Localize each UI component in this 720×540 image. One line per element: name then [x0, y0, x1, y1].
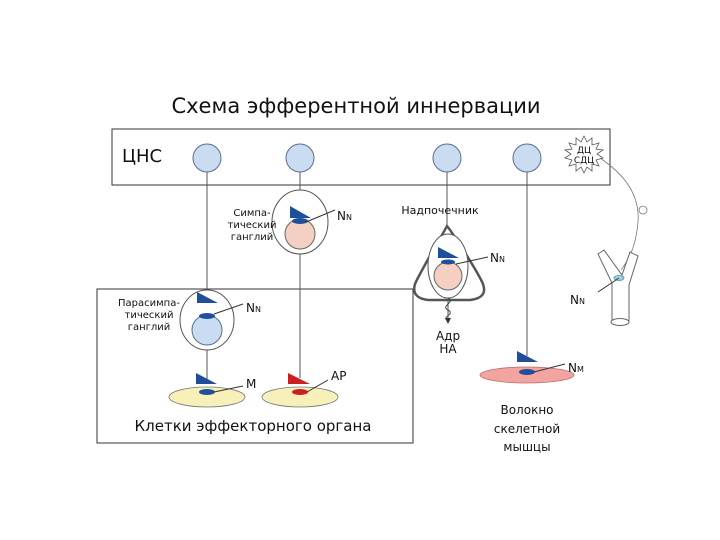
cns-neuron-parasympathetic — [192, 143, 222, 173]
effector-organ-box — [96, 288, 414, 444]
adrenal-chromaffin-cell — [433, 261, 463, 291]
adrenal-secretion-line — [445, 297, 451, 321]
diagram-title: Схема эфферентной иннервации — [171, 94, 540, 118]
na-label: НА — [439, 342, 457, 356]
trachea-nn-pointer — [597, 277, 620, 293]
parasympathetic-ganglion — [179, 289, 235, 351]
effector-cell-muscarinic — [168, 373, 246, 408]
effector-cell-adrenergic — [261, 373, 339, 408]
m-pointer — [213, 385, 244, 393]
cns-box — [111, 128, 611, 186]
cns-neuron-sympathetic — [285, 143, 315, 173]
parasympathetic-ganglion-cell — [191, 314, 223, 346]
parasymp-label-line2: тический — [125, 310, 174, 321]
trachea-nn-label: NN — [570, 293, 585, 307]
effector-label: Клетки эффекторного органа — [135, 417, 372, 435]
symp-label-line3: ганглий — [231, 232, 274, 243]
cns-neurons — [192, 143, 542, 173]
ar-receptor — [292, 389, 308, 395]
sympathetic-receptor-nn — [292, 218, 308, 224]
cns-neuron-adrenal — [432, 143, 462, 173]
symp-nn-label: NN — [337, 209, 352, 223]
adrenal-label: Надпочечник — [401, 204, 479, 217]
parasymp-label-line3: ганглий — [128, 322, 171, 333]
muscle-label-line2: скелетной — [494, 422, 560, 436]
adrenal-nn-label: NN — [490, 251, 505, 265]
parasymp-nn-label: NN — [246, 301, 261, 315]
respiratory-center-icon: ДЦ СДЦ — [563, 135, 605, 174]
ar-pointer — [306, 379, 329, 393]
sympathetic-synapse-terminal — [290, 206, 311, 218]
effector-cell-right — [261, 386, 339, 408]
cns-neuron-motor — [512, 143, 542, 173]
adrenal-gland — [413, 223, 486, 324]
sympathetic-ganglion — [271, 189, 329, 255]
m-label: M — [246, 377, 256, 391]
adrenal-receptor-nn — [441, 259, 455, 265]
nerve-node — [638, 205, 648, 215]
adrenal-nn-pointer — [455, 256, 489, 265]
muscle-label-line3: мышцы — [503, 440, 550, 454]
adrenal-secretion-arrow — [445, 318, 451, 324]
symp-label-line2: тический — [228, 220, 277, 231]
nm-pointer — [533, 363, 566, 373]
symp-nn-pointer — [305, 209, 336, 223]
parasymp-label-line1: Парасимпа- — [118, 298, 180, 309]
ar-label: АР — [331, 369, 346, 383]
muscle-label-line1: Волокно — [500, 403, 553, 417]
parasympathetic-synapse-terminal — [197, 292, 218, 303]
parasymp-nn-pointer — [213, 303, 244, 315]
sdc-label: СДЦ — [574, 156, 594, 166]
m-receptor — [199, 389, 215, 395]
cns-label: ЦНС — [122, 146, 162, 167]
parasympathetic-receptor-nn — [199, 313, 215, 319]
dc-label: ДЦ — [577, 146, 591, 156]
adr-label: Адр — [436, 329, 460, 343]
ar-synapse-terminal — [288, 373, 310, 384]
nm-synapse-terminal — [517, 351, 538, 362]
skeletal-muscle-fiber — [479, 351, 575, 384]
nm-label: NM — [568, 361, 584, 375]
m-synapse-terminal — [196, 373, 217, 384]
symp-label-line1: Симпа- — [233, 208, 271, 219]
effector-cell-left — [168, 386, 246, 408]
nm-receptor — [519, 369, 535, 375]
trachea-icon — [597, 249, 639, 326]
adrenal-synapse-terminal — [438, 247, 459, 258]
